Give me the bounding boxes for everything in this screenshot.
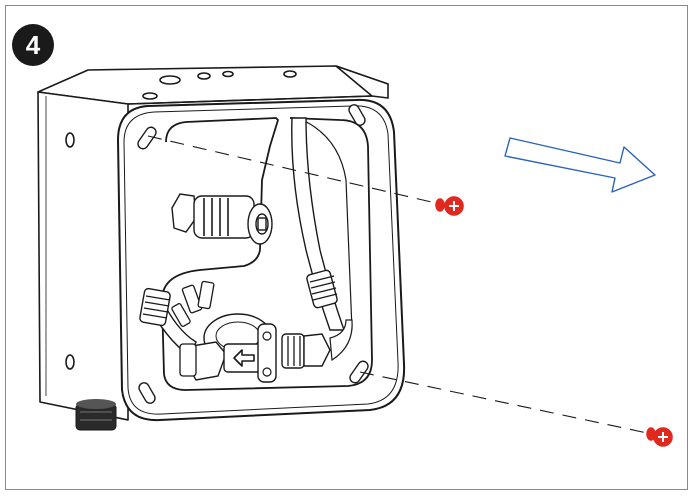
step-number: 4 xyxy=(25,29,41,60)
hose-right xyxy=(291,117,345,331)
valve-body xyxy=(171,280,353,383)
screw-icon xyxy=(646,427,673,447)
cable-gland xyxy=(75,399,117,431)
step-number-badge: 4 xyxy=(12,24,54,66)
threaded-fitting xyxy=(171,193,273,245)
arrow-right-icon xyxy=(504,137,656,193)
screw-icon xyxy=(435,196,464,216)
housing xyxy=(37,65,389,421)
hose-left xyxy=(139,287,197,358)
flow-arrow-icon xyxy=(233,349,255,367)
screw-guide-lines xyxy=(147,135,653,435)
